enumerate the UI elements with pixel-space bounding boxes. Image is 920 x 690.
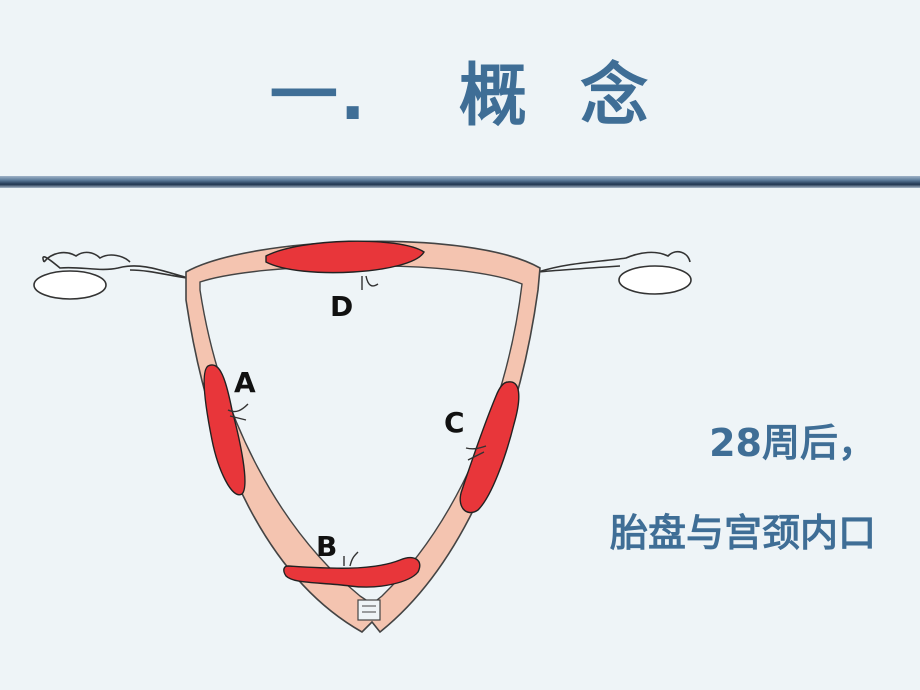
- label-a: A: [234, 366, 256, 399]
- left-tube: [42, 251, 189, 279]
- label-c: C: [444, 406, 465, 439]
- title-prefix: 一.: [269, 57, 368, 136]
- placenta-b: [283, 556, 421, 588]
- page-title: 一. 概 念: [0, 40, 920, 139]
- label-b: B: [316, 530, 337, 563]
- label-d: D: [330, 290, 353, 323]
- uterus-cavity: [199, 265, 523, 605]
- placenta-a: [203, 364, 246, 496]
- title-word: 概 念: [458, 57, 651, 136]
- title-divider: [0, 176, 920, 188]
- right-ovary: [618, 265, 692, 295]
- cervix: [357, 599, 381, 621]
- side-text-line1: 28周后，: [709, 421, 876, 465]
- left-ovary: [33, 270, 107, 300]
- placenta-c: [459, 381, 520, 514]
- right-tube: [537, 250, 691, 273]
- placenta-d: [265, 240, 425, 274]
- side-text-line2: 胎盘与宫颈内口: [609, 511, 876, 555]
